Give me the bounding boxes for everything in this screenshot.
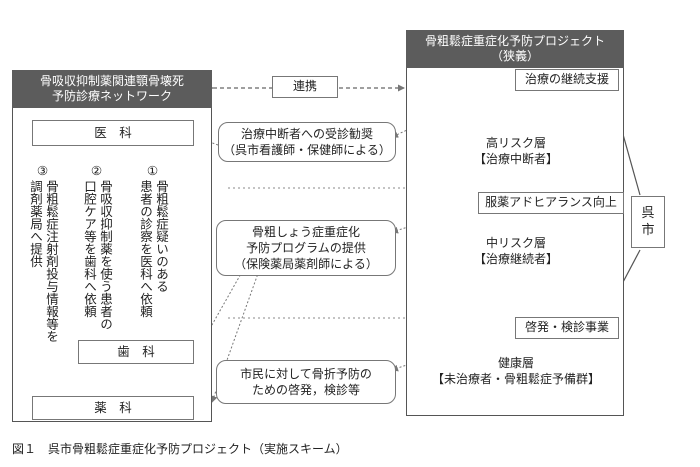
healthy-label: 健康層 【未治療者・骨粗鬆症予備群】 [416, 355, 616, 387]
tag-awareness: 啓発・検診事業 [515, 317, 619, 339]
right-panel [406, 30, 624, 416]
clinic-dental-box: 歯 科 [78, 340, 194, 364]
connector-box2-to-pharmacy [210, 225, 276, 403]
flow1-number: ① [145, 163, 160, 178]
flow2-text: 骨吸収抑制薬を使う患者の 口腔ケア等を歯科へ依頼 [82, 180, 113, 330]
healthy-sub: 【未治療者・骨粗鬆症予備群】 [431, 372, 600, 386]
clinic-medical-box: 医 科 [32, 120, 194, 146]
right-panel-title-line1: 骨粗鬆症重症化予防プロジェクト [424, 34, 605, 48]
right-panel-header: 骨粗鬆症重症化予防プロジェクト （狭義） [406, 30, 624, 68]
tag-adherence: 服薬アドヒアランス向上 [478, 192, 624, 214]
flow3-number: ③ [35, 163, 50, 178]
middle-box-followup: 治療中断者への受診勧奨 （呉市看護師・保健師による） [218, 122, 396, 162]
mid-risk-title: 中リスク層 [485, 236, 546, 250]
healthy-title: 健康層 [497, 356, 534, 370]
high-risk-title: 高リスク層 [485, 136, 546, 150]
left-panel-title-line1: 骨吸収抑制薬関連顎骨壊死 [39, 74, 184, 88]
high-risk-label: 高リスク層 【治療中断者】 [466, 135, 566, 167]
tag-continuation-support: 治療の継続支援 [515, 69, 619, 91]
middle-box-program: 骨粗しょう症重症化 予防プログラムの提供 （保険薬局薬剤師による） [216, 220, 396, 276]
mid-risk-sub: 【治療継続者】 [473, 252, 558, 266]
clinic-pharmacy-box: 薬 科 [32, 396, 194, 420]
flow3-text: 骨粗鬆症注射剤投与情報等を 調剤薬局へ提供 [28, 180, 59, 343]
mid-risk-label: 中リスク層 【治療継続者】 [466, 235, 566, 267]
high-risk-sub: 【治療中断者】 [473, 152, 558, 166]
left-panel-header: 骨吸収抑制薬関連顎骨壊死 予防診療ネットワーク [12, 70, 212, 108]
figure-caption: 図１ 呉市骨粗鬆症重症化予防プロジェクト（実施スキーム） [12, 442, 348, 456]
connector-box2-to-dental [199, 225, 269, 347]
middle-box-awareness: 市民に対して骨折予防の ための啓発，検診等 [216, 360, 396, 404]
city-box: 呉 市 [631, 196, 665, 248]
flow1-text: 骨粗鬆症疑いのある 患者の診察を医科へ依頼 [138, 180, 169, 318]
right-panel-title-line2: （狭義） [490, 49, 539, 63]
left-panel-title-line2: 予防診療ネットワーク [51, 89, 172, 103]
collaboration-label: 連携 [272, 76, 338, 98]
flow2-number: ② [89, 163, 104, 178]
